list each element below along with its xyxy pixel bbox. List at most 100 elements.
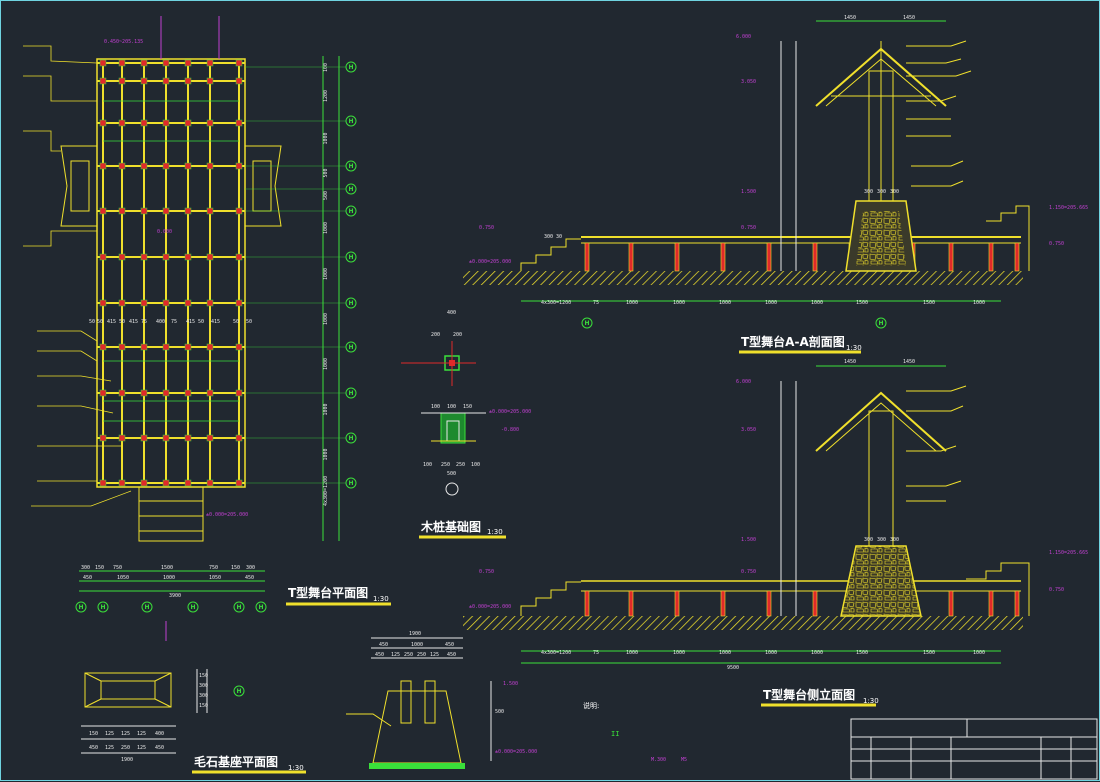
- plan-column: [235, 299, 243, 307]
- plan-bottom-r2: 450: [245, 575, 254, 581]
- section-title: T型舞台A-A剖面图: [741, 334, 845, 349]
- plan-col-spacing-text: 75: [171, 319, 177, 325]
- foundation-dim-a: 200: [431, 332, 440, 338]
- plan-column: [184, 207, 192, 215]
- plan-column: [162, 479, 170, 487]
- plan-axis-label: H: [348, 254, 353, 261]
- plan-top-elev: 0.450~205.135: [104, 39, 143, 45]
- plan-vdim-text: 1000: [323, 358, 329, 370]
- footing-section: 1900 450 1000 450 450 125 250 250 125 45…: [346, 631, 537, 769]
- plan-col-spacing-text: 415: [129, 319, 138, 325]
- stone-total: 1900: [121, 757, 133, 763]
- foundation-bottom-2: 250: [456, 462, 465, 468]
- plan-column: [184, 253, 192, 261]
- plan-column: [140, 207, 148, 215]
- stone-scale: 1:30: [288, 764, 304, 772]
- stone-v-2: 300: [199, 693, 208, 699]
- foundation-detail: 400 200 200 100 100 150 ±0.000=205.000 -…: [401, 310, 531, 539]
- plan-col-spacing-text: 415: [211, 319, 220, 325]
- section-axis-right: H: [878, 320, 883, 327]
- section-top-dim-1: 1450: [903, 15, 915, 21]
- notes-roman: II: [611, 730, 619, 738]
- plan-column: [235, 434, 243, 442]
- stone-title: 毛石基座平面图: [194, 754, 278, 769]
- plan-column: [206, 253, 214, 261]
- section-col-base-1: 300: [877, 189, 886, 195]
- section-elev-1: 3.050: [741, 79, 756, 85]
- plan-column: [140, 479, 148, 487]
- elevation-col-base-0: 300: [864, 537, 873, 543]
- plan-column: [162, 434, 170, 442]
- plan-column: [206, 77, 214, 85]
- foundation-bottom-3: 100: [471, 462, 480, 468]
- plan-column: [206, 389, 214, 397]
- plan-column: [162, 253, 170, 261]
- footing-row2-0: 450: [375, 652, 384, 658]
- plan-column: [140, 343, 148, 351]
- elevation-title: T型舞台侧立面图: [763, 687, 855, 702]
- plan-column: [235, 253, 243, 261]
- footing-row-1: 1000: [411, 642, 423, 648]
- notes-label: 说明:: [583, 701, 599, 710]
- post: [766, 590, 772, 617]
- plan-column: [235, 119, 243, 127]
- stone-row2-4: 450: [155, 745, 164, 751]
- bottom-dim-text: 1000: [765, 650, 777, 656]
- plan-column: [184, 119, 192, 127]
- post: [988, 242, 994, 272]
- section-right-elev-1: 0.750: [1049, 241, 1064, 247]
- elevation-column: [868, 410, 894, 547]
- foundation-bottom-1: 250: [441, 462, 450, 468]
- stone-row2-0: 450: [89, 745, 98, 751]
- elevation-elev-0: 6.000: [736, 379, 751, 385]
- bottom-dim-text: 1500: [923, 650, 935, 656]
- plan-axis-bottom-circle: [187, 601, 199, 613]
- plan-vdim-text: 1000: [323, 403, 329, 415]
- plan-column: [140, 299, 148, 307]
- plan-column: [99, 389, 107, 397]
- footing-row-2: 450: [445, 642, 454, 648]
- plan-column: [184, 299, 192, 307]
- plan-bottom-r1: 300: [81, 565, 90, 571]
- elevation-col-base-1: 300: [877, 537, 886, 543]
- plan-bottom-r2: 450: [83, 575, 92, 581]
- plan-column: [118, 162, 126, 170]
- plan-column: [206, 59, 214, 67]
- notes-bottom-1: M5: [681, 757, 687, 763]
- plan-col-spacing-text: 400: [156, 319, 165, 325]
- foundation-mid-1: 100: [447, 404, 456, 410]
- post: [812, 242, 818, 272]
- plan-bottom-r1: 150: [231, 565, 240, 571]
- bottom-dim-text: 1000: [811, 300, 823, 306]
- bottom-dim-text: 1000: [973, 650, 985, 656]
- footing-row2-4: 125: [430, 652, 439, 658]
- plan-col-spacing-text: 75: [141, 319, 147, 325]
- foundation-mid-0: 100: [431, 404, 440, 410]
- post: [948, 590, 954, 617]
- section-axis-left: H: [584, 320, 589, 327]
- notes-bottom-0: M.300: [651, 757, 666, 763]
- plan-axis-label: H: [348, 118, 353, 125]
- plan-vdim-text: 1200: [323, 90, 329, 102]
- foundation-dim-top: 400: [447, 310, 456, 316]
- post: [720, 590, 726, 617]
- elevation-view: 1450 1450 6.000 3.050 1.500 0.750 0.750 …: [463, 359, 1088, 763]
- plan-col-spacing-text: 415: [107, 319, 116, 325]
- footing-top: 1900: [409, 631, 421, 637]
- plan-column: [162, 119, 170, 127]
- elevation-elev-1: 3.050: [741, 427, 756, 433]
- plan-axis-label: H: [348, 163, 353, 170]
- plan-col-spacing-text: 50: [233, 319, 239, 325]
- plan-bottom-r1: 750: [209, 565, 218, 571]
- plan-stair-block: [138, 486, 204, 542]
- foundation-scale: 1:30: [487, 528, 503, 536]
- elevation-scale: 1:30: [863, 697, 879, 705]
- plan-bottom-r1: 150: [95, 565, 104, 571]
- plan-axis-bottom-circle: [75, 601, 87, 613]
- plan-column: [99, 119, 107, 127]
- plan-column: [99, 207, 107, 215]
- plan-bottom-r2: 1050: [117, 575, 129, 581]
